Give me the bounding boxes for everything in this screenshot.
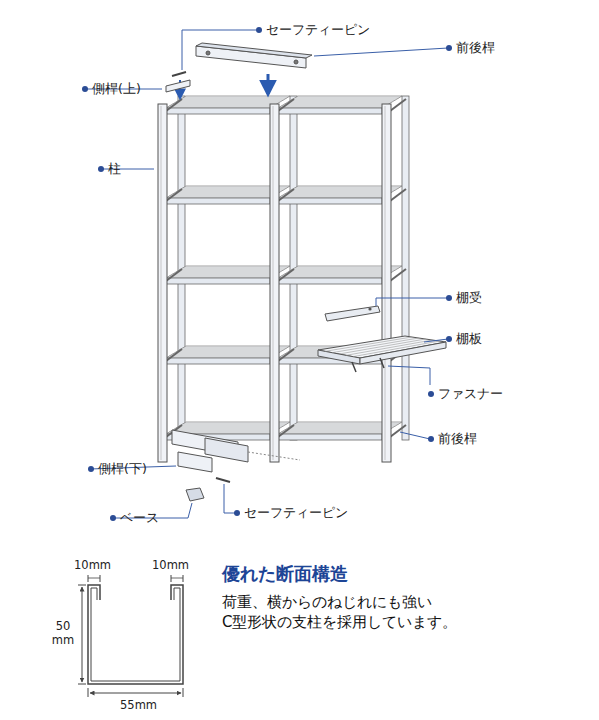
part-label: 棚受 [456,290,482,305]
shelf-frame [158,96,409,462]
top-front-back-bar [196,43,312,68]
part-label: 側桿(上) [92,81,141,96]
c-section [78,575,183,697]
shelf-board [318,336,446,364]
section-heading: 優れた断面構造 [222,563,348,585]
part-label: 側桿(下) [98,461,147,476]
dimension: 10mm [152,559,189,573]
label-bullets [82,27,452,521]
leader-lines [84,30,448,518]
insert-arrow [267,74,270,94]
part-label: セーフティーピン [244,505,348,520]
part-label: 前後桿 [456,40,495,55]
shelf-support [325,306,380,321]
part-label: ファスナー [438,386,503,401]
dimension-vertical: 50 mm [50,620,76,648]
part-label: 前後桿 [438,431,477,446]
side-bar-top [166,80,190,92]
section-description: 荷重、横からのねじれにも強い C型形状の支柱を採用しています。 [222,592,552,632]
dimension: 10mm [74,559,111,573]
part-label: 柱 [108,161,121,176]
dimension: 55mm [120,699,157,713]
part-label: セーフティーピン [266,22,370,37]
safety-pin [172,72,186,76]
part-label: ベース [120,510,159,525]
part-label: 棚板 [456,331,482,346]
lower-exploded-parts [172,430,300,501]
